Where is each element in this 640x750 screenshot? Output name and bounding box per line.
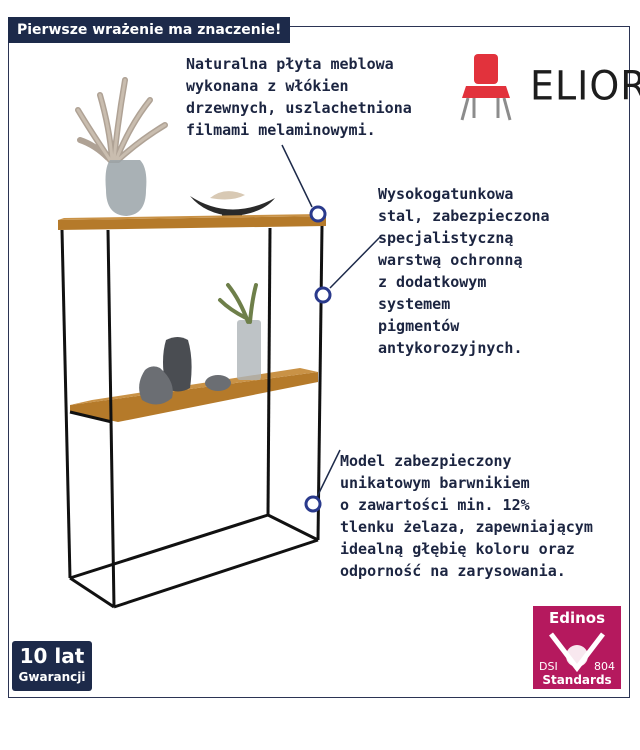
middle-shelf bbox=[70, 372, 318, 422]
middle-decor-icon bbox=[139, 283, 261, 405]
top-shelf bbox=[58, 216, 326, 230]
page-title: Pierwsze wrażenie ma znaczenie! bbox=[8, 17, 291, 43]
brand-logo: ELIOR bbox=[530, 62, 640, 110]
edinos-certificate: Edinos DSI 804 Standards bbox=[533, 606, 621, 689]
warranty-years: 10 lat bbox=[19, 644, 85, 668]
certificate-name: Edinos bbox=[548, 609, 606, 627]
certificate-standards: Standards bbox=[542, 673, 612, 687]
callout-marker-2 bbox=[314, 286, 332, 304]
certificate-number: 804 bbox=[594, 660, 615, 673]
certificate-emblem-icon bbox=[549, 632, 605, 673]
chair-icon bbox=[460, 54, 512, 121]
warranty-badge: 10 lat Gwarancji bbox=[12, 641, 92, 691]
callout-markers bbox=[304, 205, 332, 513]
decorative-bowl-icon bbox=[190, 191, 275, 216]
callout-marker-3 bbox=[304, 495, 322, 513]
callout-marker-1 bbox=[309, 205, 327, 223]
content-frame bbox=[8, 26, 630, 698]
steel-frame bbox=[60, 225, 324, 609]
warranty-label: Gwarancji bbox=[18, 670, 86, 684]
callout-lines bbox=[281, 144, 381, 498]
feature-text-steel: Wysokogatunkowa stal, zabezpieczona spec… bbox=[378, 185, 550, 357]
certificate-dsi: DSI bbox=[539, 660, 558, 673]
pampas-vase-icon bbox=[75, 77, 168, 216]
feature-text-board: Naturalna płyta meblowa wykonana z włóki… bbox=[186, 55, 412, 139]
feature-text-pigment: Model zabezpieczony unikatowym barwnikie… bbox=[340, 452, 593, 580]
